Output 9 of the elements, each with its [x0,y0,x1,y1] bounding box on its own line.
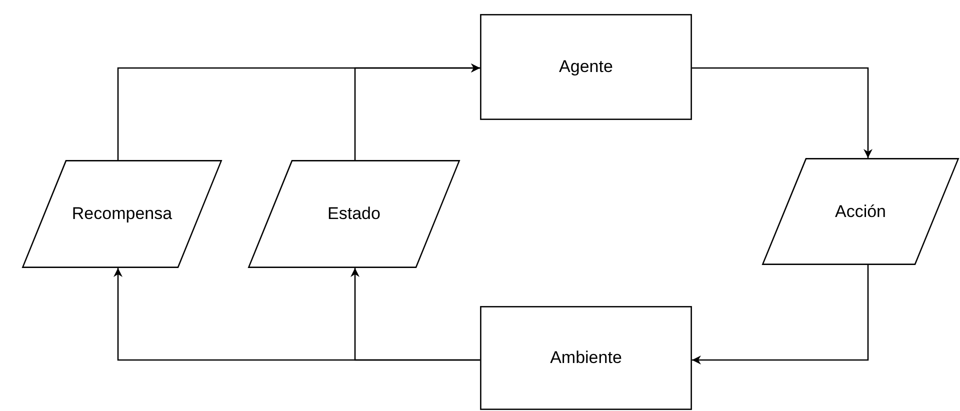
node-label: Acción [834,202,886,222]
node-label: Estado [328,204,380,224]
arrow [114,268,480,361]
node-label: Recompensa [72,204,172,224]
arrow [354,64,480,160]
node-label: Ambiente [550,348,622,368]
arrow [692,265,869,364]
node-label: Agente [559,57,613,77]
arrow [692,67,872,158]
